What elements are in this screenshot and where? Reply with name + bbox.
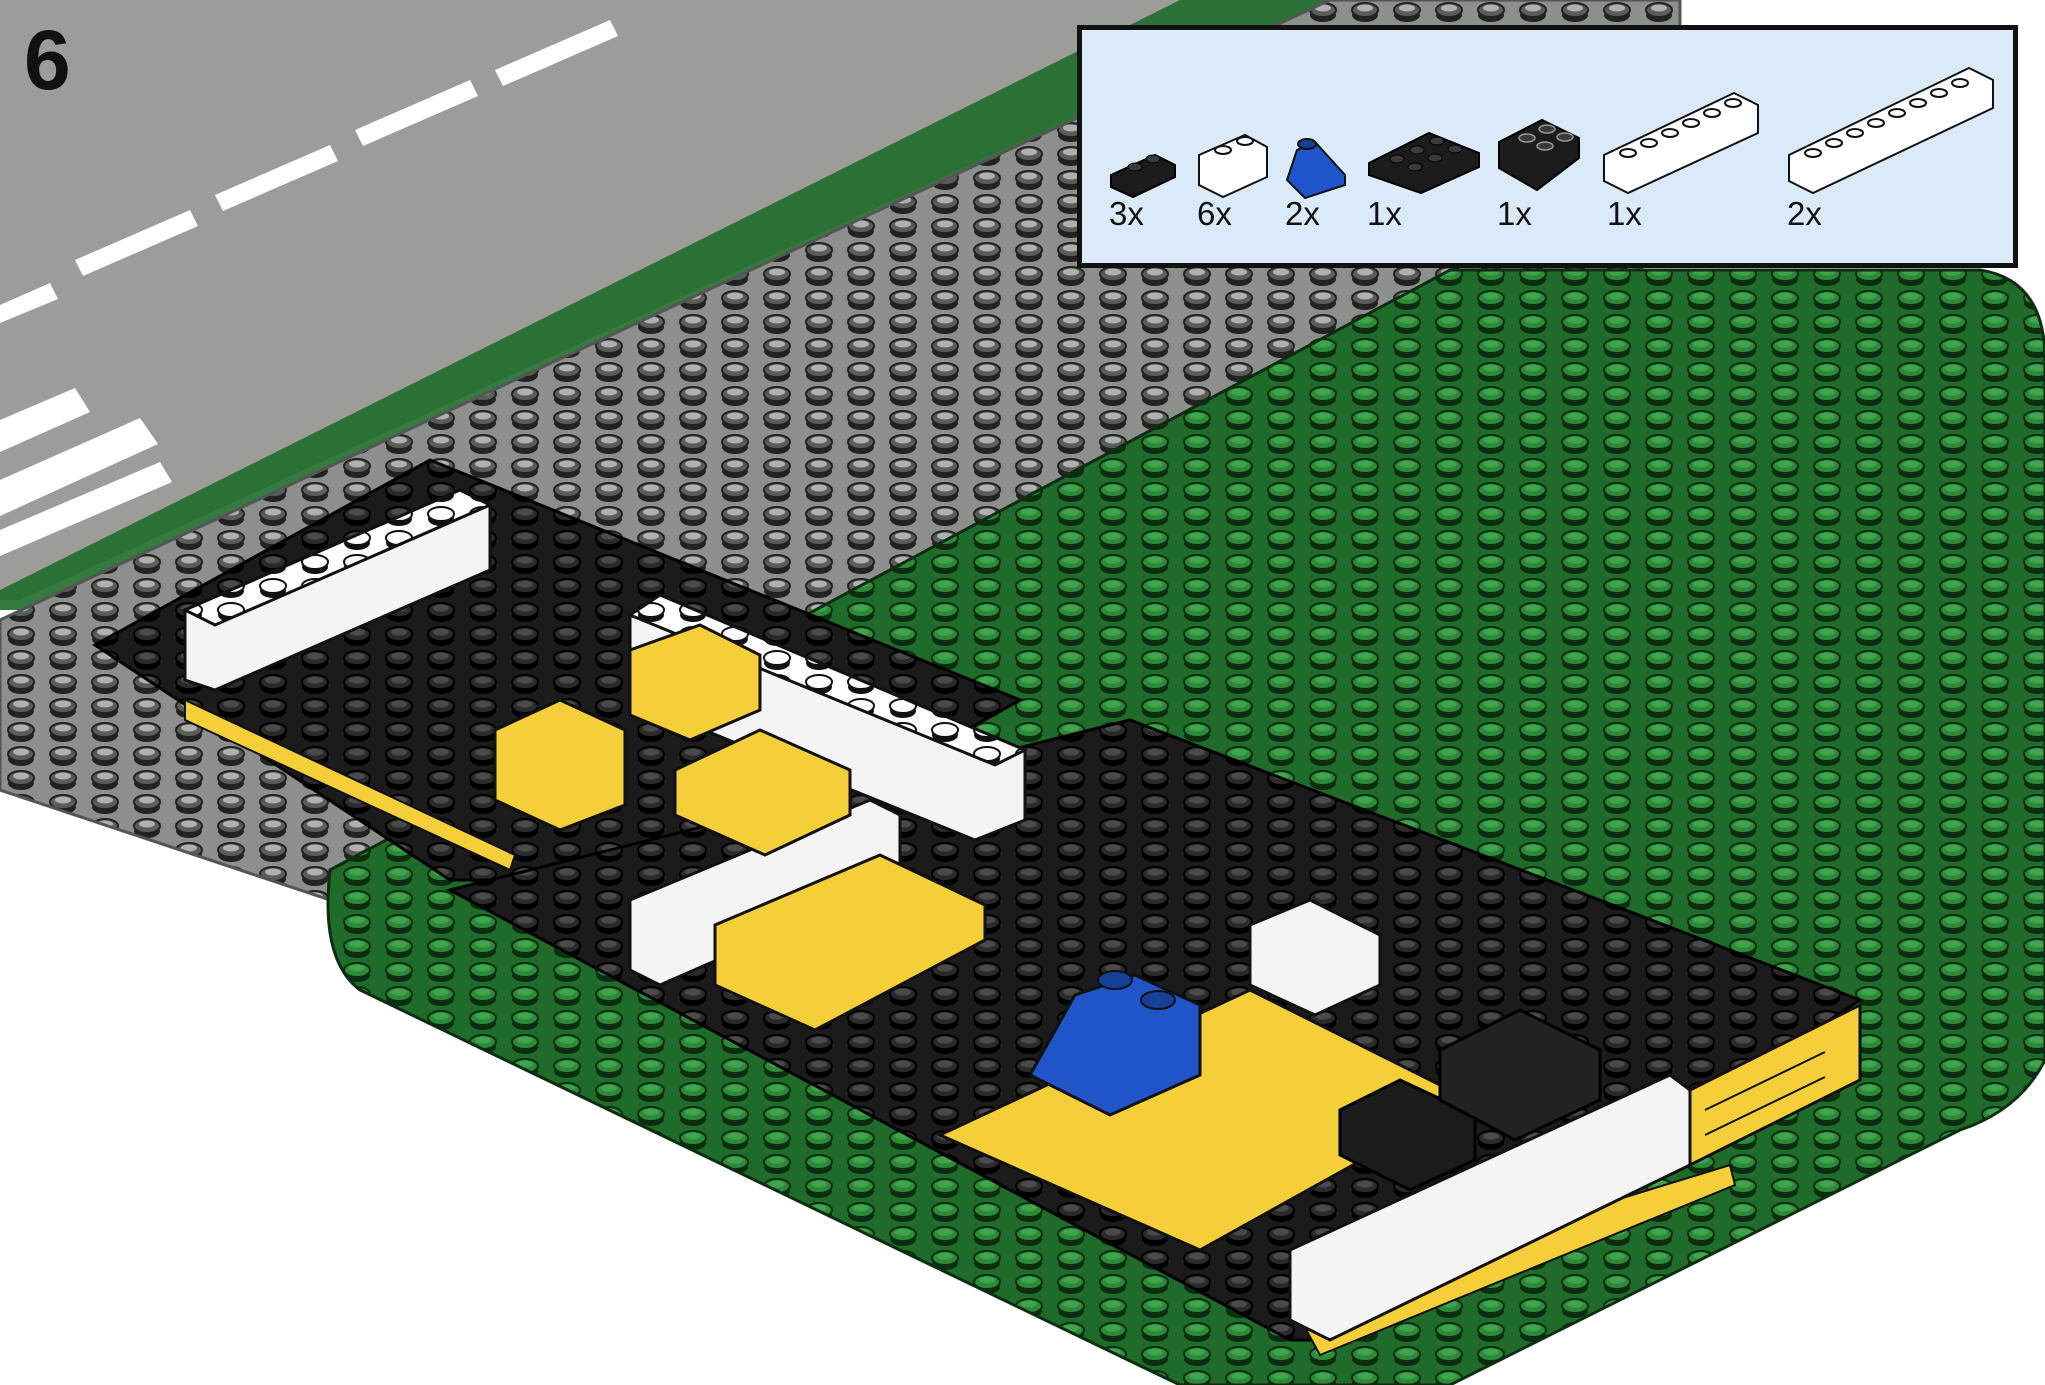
part-quantity: 6x — [1197, 195, 1232, 233]
step-number: 6 — [24, 18, 71, 102]
part-white-brick-1x6 — [1602, 85, 1762, 195]
part-black-inverted-slope-2x2 — [1497, 110, 1582, 195]
part-quantity: 2x — [1285, 195, 1320, 233]
part-quantity: 1x — [1497, 195, 1532, 233]
white-brick-1x6-icon — [1602, 85, 1762, 195]
yellow-brick-b — [495, 700, 625, 830]
part-black-plate-2x3 — [1367, 125, 1482, 195]
part-white-brick-1x8 — [1787, 60, 1997, 195]
part-quantity: 2x — [1787, 195, 1822, 233]
black-inverted-slope-icon — [1497, 110, 1582, 195]
black-plate-2x3-icon — [1367, 125, 1482, 195]
part-blue-slope-1x2 — [1285, 120, 1350, 200]
part-quantity: 1x — [1607, 195, 1642, 233]
part-white-brick-1x2 — [1197, 125, 1272, 200]
white-brick-1x8-icon — [1787, 60, 1997, 195]
blue-slope-1x2-icon — [1285, 120, 1350, 200]
white-brick-1x2-icon — [1197, 125, 1272, 200]
parts-list-panel: 3x 6x 2x 1x — [1077, 25, 2018, 268]
part-quantity: 3x — [1109, 195, 1144, 233]
part-quantity: 1x — [1367, 195, 1402, 233]
